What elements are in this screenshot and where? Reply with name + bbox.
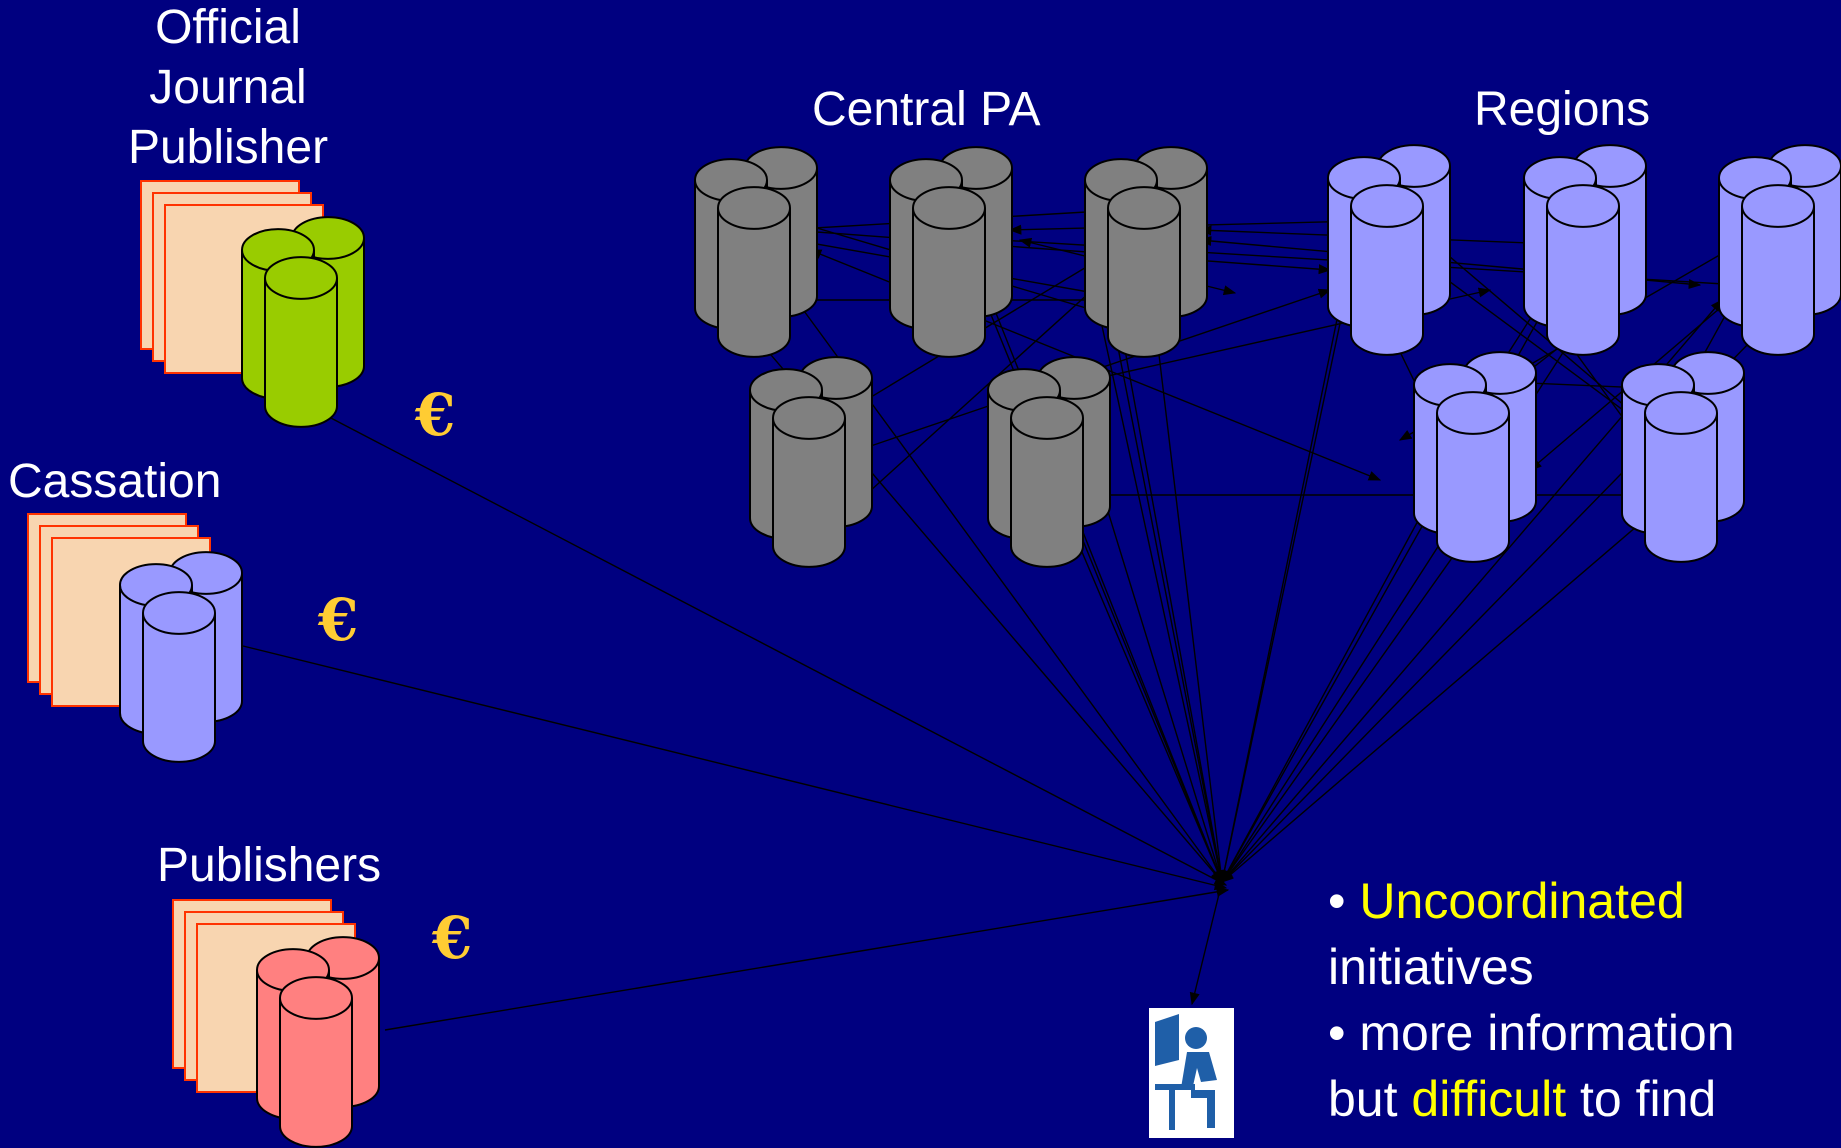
connection-arrow: [1221, 493, 1433, 884]
database-clusters: [119, 144, 1841, 1148]
bullet-list: • Uncoordinated initiatives • more infor…: [1328, 868, 1735, 1132]
official-journal-label-line2: Journal: [149, 61, 307, 114]
db-cluster-official-journal: [241, 216, 365, 428]
connection-arrow: [1105, 294, 1225, 884]
db-cluster-region-4: [1413, 351, 1537, 563]
db-cluster-publishers: [256, 936, 380, 1148]
db-cluster-central-1: [694, 146, 818, 358]
highlight-difficult: difficult: [1411, 1071, 1567, 1127]
regions-label: Regions: [1474, 83, 1651, 136]
person-at-computer-icon: [1149, 1008, 1234, 1138]
official-journal-label-line1: Official: [155, 1, 301, 54]
bullet-item-2-cont: but difficult to find: [1328, 1071, 1717, 1127]
central-pa-label: Central PA: [812, 83, 1041, 136]
official-journal-label-line3: Publisher: [127, 121, 329, 174]
publishers-label: Publishers: [157, 839, 382, 892]
bullet-item-2: • more information: [1328, 1005, 1735, 1061]
db-cluster-central-5: [987, 356, 1111, 568]
db-cluster-cassation: [119, 551, 243, 763]
euro-signs: € € €: [317, 381, 472, 972]
cassation-label: Cassation: [8, 455, 222, 508]
db-cluster-region-1: [1327, 144, 1451, 356]
connection-arrow: [305, 404, 1228, 886]
connection-arrow: [242, 645, 1228, 891]
connection-arrow: [1093, 296, 1225, 884]
db-cluster-region-2: [1523, 144, 1647, 356]
db-cluster-central-2: [889, 146, 1013, 358]
connection-arrow: [1221, 290, 1603, 884]
euro-icon: €: [431, 904, 472, 972]
db-cluster-region-5: [1621, 351, 1745, 563]
db-cluster-central-3: [1084, 146, 1208, 358]
connection-arrow: [384, 886, 1230, 1031]
euro-icon: €: [317, 586, 358, 654]
bullet-item-1-cont: initiatives: [1328, 939, 1534, 995]
bullet-item-1: • Uncoordinated: [1328, 873, 1685, 929]
euro-icon: €: [414, 381, 455, 449]
highlight-uncoordinated: Uncoordinated: [1359, 873, 1685, 929]
db-cluster-central-4: [749, 356, 873, 568]
connection-arrow: [1189, 889, 1221, 1006]
db-cluster-region-3: [1718, 144, 1841, 356]
